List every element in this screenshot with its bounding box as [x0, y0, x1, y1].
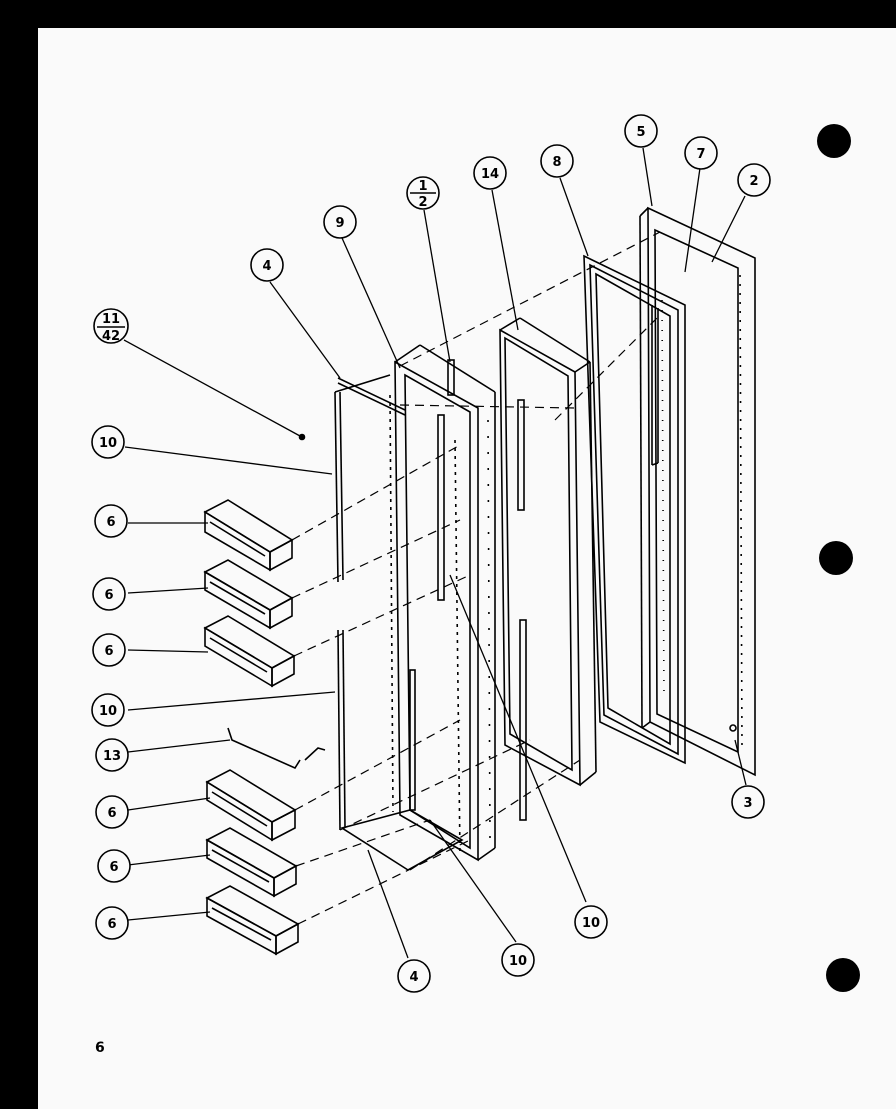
- top-cap: [337, 377, 406, 416]
- svg-text:11: 11: [102, 312, 120, 327]
- door-gasket: [583, 254, 686, 765]
- svg-text:6: 6: [109, 860, 118, 875]
- svg-text:10: 10: [99, 436, 117, 451]
- punch-hole-middle: [819, 541, 853, 575]
- svg-text:4: 4: [262, 259, 271, 274]
- outer-door-panel: [639, 206, 756, 777]
- svg-text:13: 13: [103, 749, 121, 764]
- svg-text:2: 2: [418, 195, 427, 210]
- callout-6-c: 6: [92, 633, 126, 667]
- door-liner: [499, 317, 597, 821]
- wire-retainer: [227, 727, 326, 770]
- callout-6-b: 6: [92, 577, 126, 611]
- bottom-cap: [340, 809, 464, 871]
- assembly-lines: [291, 231, 661, 925]
- callout-7: 7: [684, 136, 718, 170]
- svg-text:6: 6: [106, 515, 115, 530]
- callout-14: 14: [473, 156, 507, 190]
- shelf-rail-lower: [337, 629, 346, 831]
- svg-text:9: 9: [335, 216, 344, 231]
- svg-text:1: 1: [418, 179, 427, 194]
- shelf-rail-upper: [334, 374, 391, 583]
- door-bin-4: [205, 769, 297, 842]
- inner-breaker-frame: [389, 344, 496, 862]
- punch-hole-top: [817, 124, 851, 158]
- svg-text:5: 5: [636, 125, 645, 140]
- punch-hole-bottom: [826, 958, 860, 992]
- paper-sheet: [38, 28, 896, 1109]
- callout-3: 3: [731, 785, 765, 819]
- callout-10-d: 10: [574, 905, 608, 939]
- svg-text:10: 10: [509, 954, 527, 969]
- svg-text:42: 42: [102, 329, 120, 344]
- door-bin-6: [205, 885, 300, 956]
- callout-9: 9: [323, 205, 357, 239]
- svg-text:10: 10: [99, 704, 117, 719]
- svg-text:2: 2: [749, 174, 758, 189]
- callout-10-a: 10: [91, 425, 125, 459]
- svg-text:4: 4: [409, 970, 418, 985]
- callout-4-top: 4: [250, 248, 284, 282]
- leader-lines: [123, 147, 747, 959]
- registration-holes: [817, 124, 860, 992]
- callout-11-42: 11 42: [93, 308, 129, 344]
- svg-text:8: 8: [552, 155, 561, 170]
- callout-6-e: 6: [97, 849, 131, 883]
- svg-text:14: 14: [481, 167, 499, 182]
- callout-10-c: 10: [501, 943, 535, 977]
- callout-4-bottom: 4: [397, 959, 431, 993]
- callout-6-a: 6: [94, 504, 128, 538]
- callout-8: 8: [540, 144, 574, 178]
- door-bin-2: [203, 559, 294, 630]
- page-number: 6: [95, 1040, 105, 1056]
- callout-10-b: 10: [91, 693, 125, 727]
- screw-part-11-42: [298, 433, 306, 441]
- svg-text:6: 6: [107, 806, 116, 821]
- svg-text:3: 3: [743, 796, 752, 811]
- callout-6-d: 6: [95, 795, 129, 829]
- callout-5: 5: [624, 114, 658, 148]
- svg-text:7: 7: [696, 147, 705, 162]
- callout-2: 2: [737, 163, 771, 197]
- callout-1-2: 1 2: [406, 176, 440, 210]
- door-bin-1: [203, 499, 294, 572]
- door-bin-5: [205, 827, 298, 898]
- svg-text:6: 6: [104, 588, 113, 603]
- door-bin-3: [203, 615, 296, 688]
- callout-13: 13: [95, 738, 129, 772]
- svg-text:10: 10: [582, 916, 600, 931]
- callout-6-f: 6: [95, 906, 129, 940]
- svg-text:6: 6: [104, 644, 113, 659]
- svg-text:6: 6: [107, 917, 116, 932]
